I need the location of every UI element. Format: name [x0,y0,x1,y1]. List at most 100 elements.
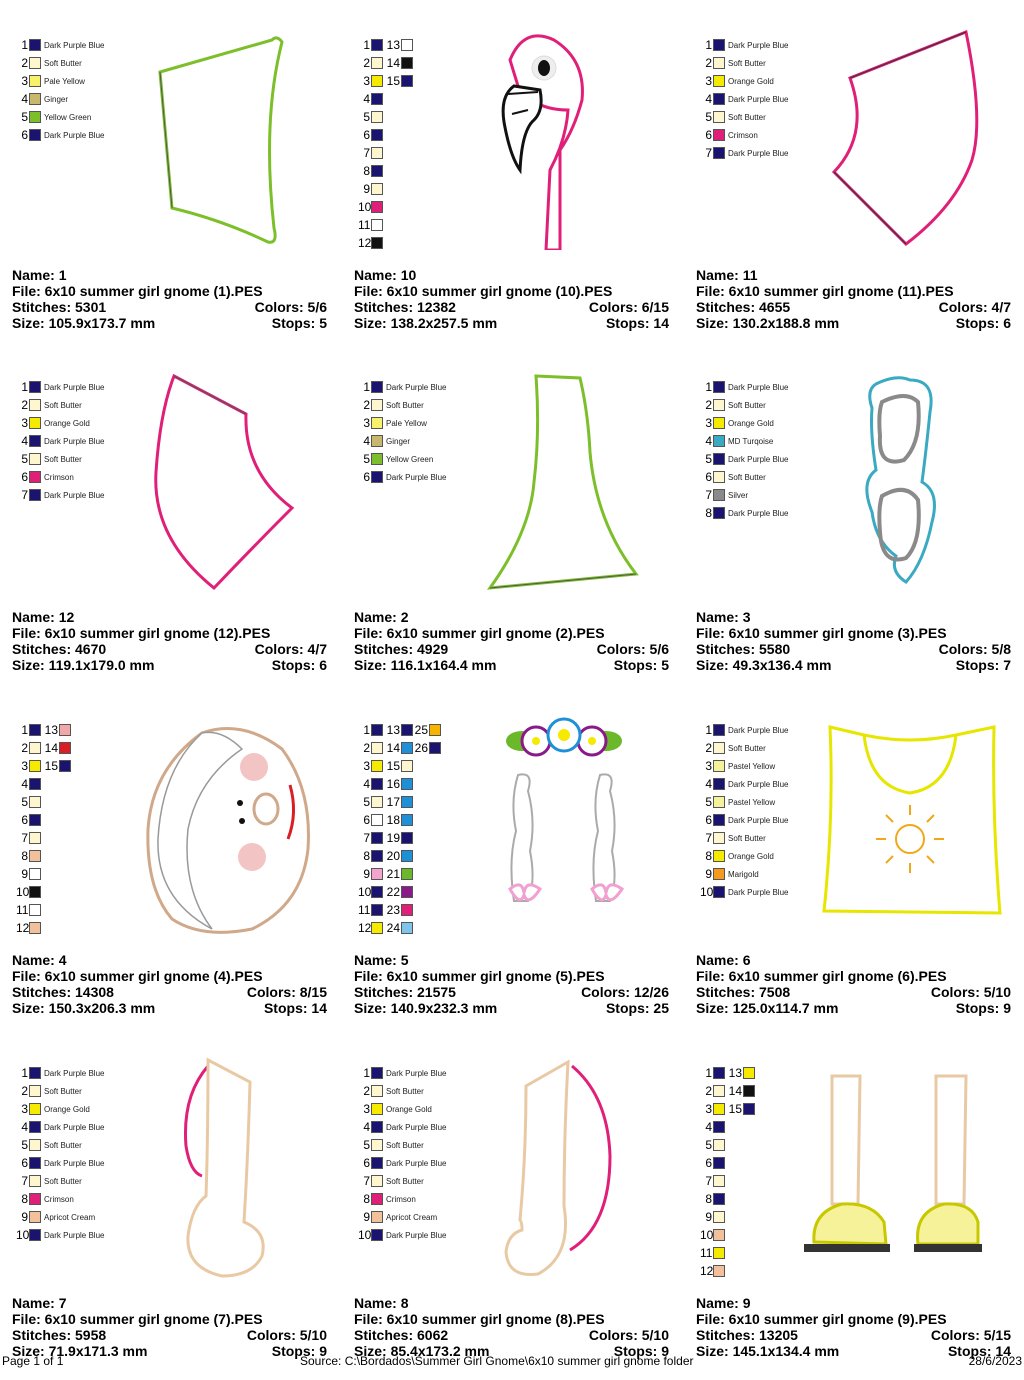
thread-name: Dark Purple Blue [728,382,789,392]
thread-swatch [743,1103,755,1115]
thread-number: 2 [363,56,370,70]
thread-number: 1 [363,723,370,737]
thread-name: Soft Butter [728,743,766,753]
thread-swatch [713,381,725,393]
design-info: Name: 12 File: 6x10 summer girl gnome (1… [12,609,327,673]
thread-name: Dark Purple Blue [728,40,789,50]
thread-number: 11 [358,218,371,232]
thread-color-cell: 3 [700,1100,725,1118]
thread-swatch [29,381,41,393]
thread-name: Dark Purple Blue [386,1122,447,1132]
thread-name: Dark Purple Blue [44,490,105,500]
thread-name: Soft Butter [728,112,766,122]
thread-color-cell: 23 [386,901,413,919]
thread-swatch [371,165,383,177]
thread-swatch [429,742,441,754]
thread-name: Dark Purple Blue [386,472,447,482]
thread-number: 14 [728,1084,742,1098]
thread-color-cell: 4 [16,775,41,793]
thread-name: Orange Gold [44,418,90,428]
thread-color-cell: 9 [16,865,41,883]
thread-name: Orange Gold [728,851,774,861]
thread-swatch [713,778,725,790]
thread-number: 5 [363,1138,370,1152]
thread-number: 2 [705,56,712,70]
thread-color-cell: 11 [358,216,383,234]
thread-color-cell: 10 [16,883,41,901]
thread-color-cell: 4 [700,1118,725,1136]
thread-swatch [29,435,41,447]
design-preview [158,36,284,244]
thread-name: Dark Purple Blue [386,1230,447,1240]
thread-number: 4 [705,92,712,106]
thread-swatch [371,778,383,790]
thread-number: 11 [358,903,371,917]
thread-swatch [713,1157,725,1169]
thread-color-cell: 20 [386,847,413,865]
thread-name: Soft Butter [386,400,424,410]
thread-swatch [29,724,41,736]
thread-name: Soft Butter [728,400,766,410]
thread-number: 5 [363,110,370,124]
thread-number: 5 [705,452,712,466]
thread-name: Crimson [44,472,74,482]
thread-number: 7 [363,1174,370,1188]
design-preview [506,717,625,902]
thread-number: 11 [700,1246,713,1260]
thread-number: 3 [21,74,28,88]
thread-number: 13 [728,1066,742,1080]
thread-color-row: 1 Dark Purple Blue [700,378,788,396]
thread-color-cell: 14 [386,54,413,72]
thread-number: 8 [705,506,712,520]
thread-color-cell: 16 [386,775,413,793]
thread-swatch [29,922,41,934]
thread-swatch [371,1229,383,1241]
thread-swatch [713,1247,725,1259]
thread-number: 8 [363,849,370,863]
thread-color-cell: 6 [358,126,383,144]
thread-swatch [29,778,41,790]
design-preview [865,376,936,584]
thread-color-cell: 4 [358,775,383,793]
thread-swatch [29,886,41,898]
thread-number: 17 [386,795,400,809]
thread-swatch [401,796,413,808]
thread-name: Soft Butter [728,58,766,68]
thread-swatch [371,219,383,231]
thread-swatch [371,1193,383,1205]
thread-swatch [371,381,383,393]
thread-swatch [371,435,383,447]
thread-number: 6 [705,128,712,142]
thread-swatch [29,760,41,772]
thread-swatch [29,57,41,69]
thread-name: Soft Butter [386,1176,424,1186]
thread-number: 3 [363,74,370,88]
thread-number: 4 [21,1120,28,1134]
thread-swatch [29,1193,41,1205]
thread-swatch [401,850,413,862]
thread-number: 6 [21,813,28,827]
thread-name: Dark Purple Blue [728,454,789,464]
thread-number: 1 [705,380,712,394]
thread-swatch [29,868,41,880]
thread-swatch [29,453,41,465]
thread-number: 7 [363,831,370,845]
thread-swatch [713,399,725,411]
